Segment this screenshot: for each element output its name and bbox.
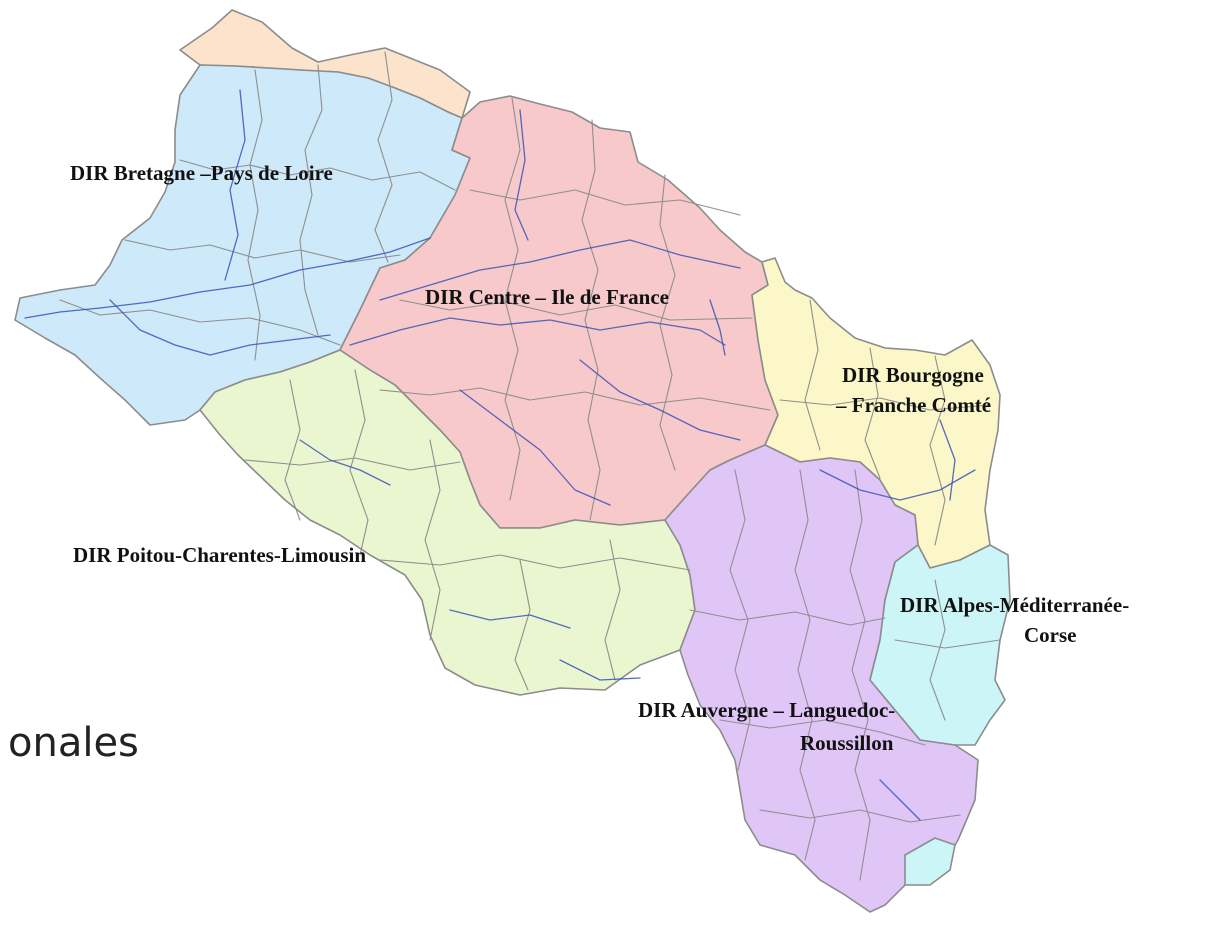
label-centre: DIR Centre – Ile de France [425,285,669,309]
label-alpes-line1: DIR Alpes-Méditerranée- [900,593,1129,617]
rivers [24,89,976,821]
region-alpes-south-patch [904,837,956,886]
slide-text-fragment: onales [8,720,139,766]
label-auvergne-line1: DIR Auvergne – Languedoc- [638,698,895,722]
region-auvergne [664,444,979,913]
label-poitou: DIR Poitou-Charentes-Limousin [73,543,366,567]
label-alpes-line2: Corse [1024,623,1076,647]
label-bretagne: DIR Bretagne –Pays de Loire [70,161,333,185]
label-auvergne-line2: Roussillon [800,731,894,755]
label-bourgogne-line2: – Franche Comté [835,393,991,417]
label-bourgogne-line1: DIR Bourgogne [842,363,984,387]
department-borders [59,51,1001,881]
